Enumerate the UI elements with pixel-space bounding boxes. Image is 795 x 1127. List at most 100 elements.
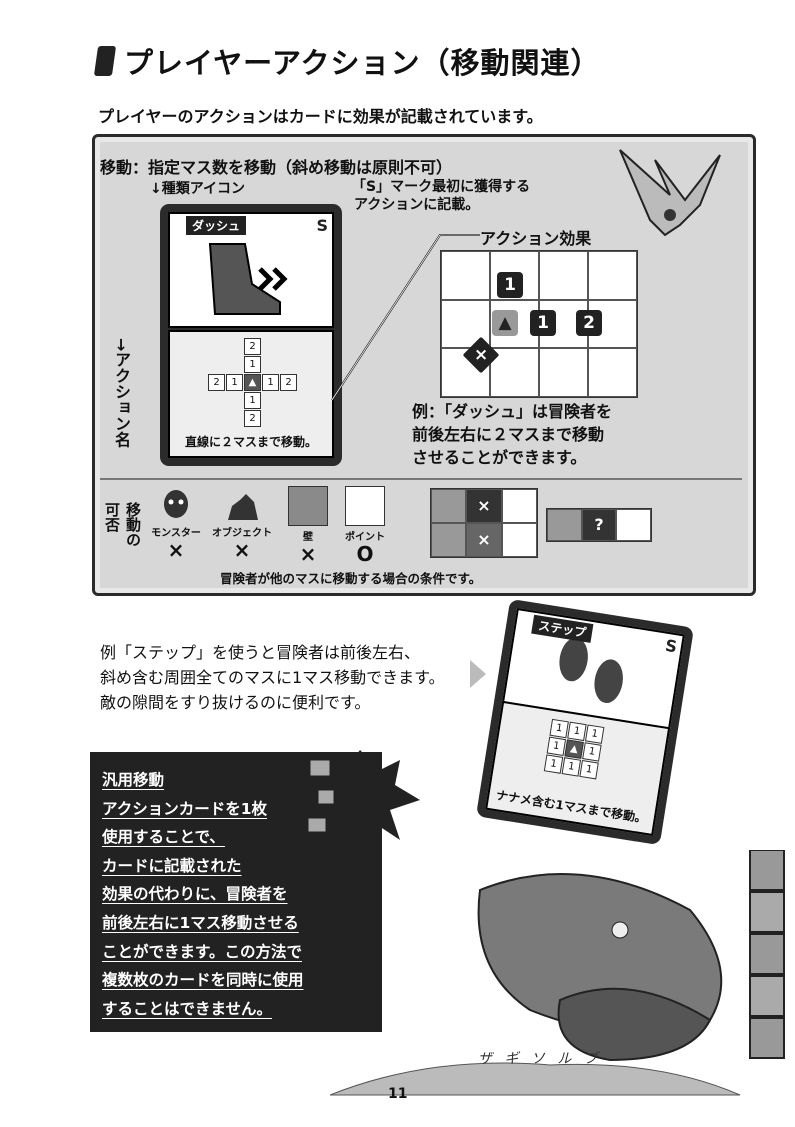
mini-cell: 1 <box>579 760 599 780</box>
grid-cell <box>588 251 637 300</box>
dash-card-name: ダッシュ <box>186 216 247 235</box>
grid-cell <box>490 348 539 397</box>
dash-example: 例：「ダッシュ」は冒険者を 前後左右に２マスまで移動 させることができます。 <box>412 400 612 469</box>
grid-cell: × <box>466 489 502 523</box>
mini-cell: 2 <box>244 338 261 355</box>
conditions-footer: 冒険者が他のマスに移動する場合の条件です。 <box>220 571 482 586</box>
mini-cell: 2 <box>280 374 297 391</box>
illustration-scribble-text: ザ ギ ソ ル ブ <box>478 1051 602 1067</box>
conditions-label: 可否 移動の <box>102 502 142 547</box>
s-mark-note: 「S」マーク最初に獲得する アクションに記載。 <box>352 178 530 214</box>
mini-cell: 1 <box>262 374 279 391</box>
general-move-line: 汎用移動 <box>102 771 165 789</box>
wall-square-icon <box>288 486 328 526</box>
condition-object: オブジェクト × <box>212 486 272 561</box>
mini-cell: 1 <box>561 757 582 777</box>
mini-cell: 1 <box>567 721 587 742</box>
grid-cell <box>490 251 539 300</box>
dash-card-diagram: 2 1 2 1 ▲ 1 2 1 2 <box>170 332 332 456</box>
condition-mark: × <box>167 538 185 562</box>
s-mark-note-line: 「S」マーク最初に獲得する <box>352 179 531 195</box>
grid-cell <box>441 299 490 349</box>
general-move-line: カードに記載された <box>102 856 242 875</box>
mini-adventurer-cell: ▲ <box>564 739 584 759</box>
type-icon-note: ↓種類アイコン <box>150 181 246 197</box>
title-marker-icon <box>93 46 117 76</box>
general-move-line: ことができます。この方法で <box>102 942 302 961</box>
move-description: 移動：指定マス数を移動（斜め移動は原則不可） <box>100 158 453 177</box>
grid-cell <box>588 348 637 397</box>
mini-adventurer-cell: ▲ <box>244 374 261 391</box>
grid-cell <box>616 509 651 541</box>
s-mark-note-line: アクションに記載。 <box>354 197 480 213</box>
point-square-icon <box>345 486 385 526</box>
pointer-line <box>331 234 480 401</box>
general-move-line: することはできません。 <box>102 999 273 1018</box>
rats-illustration <box>330 850 785 1096</box>
dash-example-line: 例：「ダッシュ」は冒険者を <box>412 402 613 421</box>
grid-cell <box>431 523 467 557</box>
condition-name: ポイント <box>345 532 385 543</box>
mini-cell: 1 <box>244 392 261 409</box>
condition-mark: × <box>233 538 251 562</box>
dash-example-line: 前後左右に２マスまで移動 <box>412 425 605 444</box>
monster-icon <box>164 490 188 518</box>
intro-text: プレイヤーのアクションはカードに効果が記載されています。 <box>98 107 543 126</box>
general-move-box: 汎用移動 アクションカードを1枚 使用することで、 カードに記載された 効果の代… <box>90 752 382 1032</box>
blocked-example-grid: × × <box>430 488 538 558</box>
step-description: 例「ステップ」を使うと冒険者は前後左右、 斜め含む周囲全てのマスに1マス移動でき… <box>100 640 445 715</box>
condition-monster: モンスター × <box>148 486 204 561</box>
grid-cell <box>547 509 582 541</box>
general-move-line: アクションカードを1枚 <box>102 799 268 818</box>
unknown-example-grid: ? <box>546 508 652 542</box>
action-name-label: →アクション名 <box>112 338 131 448</box>
mini-cell: 1 <box>546 736 567 757</box>
grid-cell: ? <box>581 509 617 541</box>
mini-cell: 2 <box>208 374 225 391</box>
mini-cell: 2 <box>244 410 261 427</box>
mini-cell: 1 <box>244 356 261 373</box>
condition-name: モンスター <box>151 528 201 539</box>
figure-breaking-wall-illustration <box>307 750 420 840</box>
step-card-art <box>501 607 685 730</box>
condition-mark: O <box>356 542 374 566</box>
dash-card-s-mark: S <box>316 216 328 235</box>
step-line: 例「ステップ」を使うと冒険者は前後左右、 <box>100 643 421 662</box>
grid-cell <box>431 489 467 523</box>
condition-name: 壁 <box>303 532 313 543</box>
condition-point: ポイント O <box>340 486 390 565</box>
step-arrow-icon <box>470 660 486 688</box>
general-move-line: 使用することで、 <box>102 828 225 847</box>
dash-card-lower: 2 1 2 1 ▲ 1 2 1 2 直線に２マスまで移動。 <box>168 330 334 458</box>
step-card-caption: ナナメ含む1マスまで移動。 <box>495 788 648 826</box>
grid-cell <box>441 348 490 397</box>
mini-cell: 1 <box>582 742 602 762</box>
effect-label: アクション効果 <box>480 229 592 248</box>
dash-card: ダッシュ S 2 1 2 1 ▲ 1 2 1 2 直線に２マスまで移動。 <box>160 204 342 466</box>
step-line: 斜め含む周囲全てのマスに1マス移動できます。 <box>100 668 445 687</box>
grid-cell <box>441 251 490 300</box>
dash-example-line: させることができます。 <box>412 448 587 467</box>
token-1-right: 1 <box>530 310 556 336</box>
adventurer-token-icon: ▲ <box>492 310 518 336</box>
grid-cell <box>501 489 537 523</box>
conditions-label-col2: 移動の <box>124 502 142 547</box>
step-card: ステップ S 1 1 1 1 ▲ 1 1 1 1 ナナメ含む1マスまで移動。 <box>475 598 695 846</box>
page-title-text: プレイヤーアクション（移動関連） <box>124 46 601 80</box>
mini-cell: 1 <box>549 718 569 739</box>
dash-card-caption: 直線に２マスまで移動。 <box>184 435 317 449</box>
general-move-line: 効果の代わりに、冒険者を <box>102 885 288 904</box>
mini-cell: 1 <box>226 374 243 391</box>
condition-mark: × <box>299 542 317 566</box>
page-title: プレイヤーアクション（移動関連） <box>93 40 601 82</box>
bird-illustration-icon <box>619 149 721 237</box>
general-move-line: 前後左右に1マス移動させる <box>102 913 299 932</box>
panel-divider <box>100 478 742 480</box>
boot-icon <box>208 243 288 315</box>
grid-cell: × <box>466 523 502 557</box>
condition-wall: 壁 × <box>286 486 330 565</box>
grid-cell <box>539 348 588 397</box>
token-1-up: 1 <box>497 272 523 298</box>
object-rubble-icon <box>228 494 258 520</box>
condition-name: オブジェクト <box>212 528 272 539</box>
